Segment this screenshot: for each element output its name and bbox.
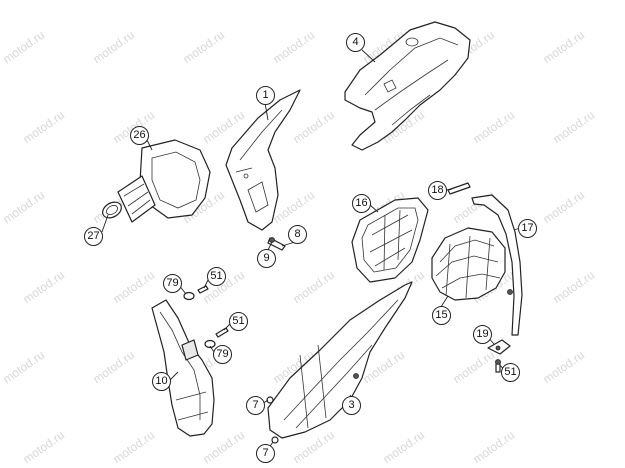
part-17-support-rod	[471, 194, 523, 336]
callout-9: 9	[257, 249, 276, 268]
part-15-air-filter	[431, 227, 506, 301]
part-79-washer-top	[183, 291, 195, 301]
callout-18: 18	[428, 181, 447, 200]
part-7-screw-upper	[266, 396, 274, 404]
part-16-filter-cage	[351, 197, 429, 283]
part-10-side-cover-left	[151, 299, 215, 437]
part-51-screw-top	[197, 285, 209, 294]
callout-16: 16	[352, 194, 371, 213]
part-51-screw-right	[495, 359, 501, 373]
part-79-washer-middle	[204, 339, 216, 349]
callout-17: 17	[518, 219, 537, 238]
part-27-clamp	[102, 201, 122, 219]
part-51-screw-middle	[215, 327, 229, 338]
callout-7-lower: 7	[256, 444, 275, 463]
part-9-8-screw	[267, 237, 286, 251]
part-1-side-bracket	[225, 89, 301, 231]
callout-8: 8	[288, 225, 307, 244]
callout-3: 3	[342, 396, 361, 415]
part-19-bracket	[487, 339, 511, 355]
callout-19: 19	[473, 325, 492, 344]
callout-15: 15	[432, 306, 451, 325]
callout-27: 27	[84, 227, 103, 246]
callout-7-upper: 7	[246, 396, 265, 415]
part-26-intake-boot	[117, 139, 211, 223]
part-7-screw-lower	[271, 436, 279, 444]
callout-79-middle: 79	[213, 345, 232, 364]
callout-79-top: 79	[163, 274, 182, 293]
callout-10: 10	[152, 372, 171, 391]
callout-1: 1	[256, 86, 275, 105]
callout-51-middle: 51	[229, 312, 248, 331]
part-4-airbox-cover	[344, 21, 471, 151]
callout-4: 4	[346, 33, 365, 52]
callout-26: 26	[130, 126, 149, 145]
callout-51-right: 51	[501, 363, 520, 382]
part-18-pin	[447, 182, 471, 195]
callout-51-top: 51	[207, 267, 226, 286]
part-3-side-cover-right	[267, 281, 413, 439]
